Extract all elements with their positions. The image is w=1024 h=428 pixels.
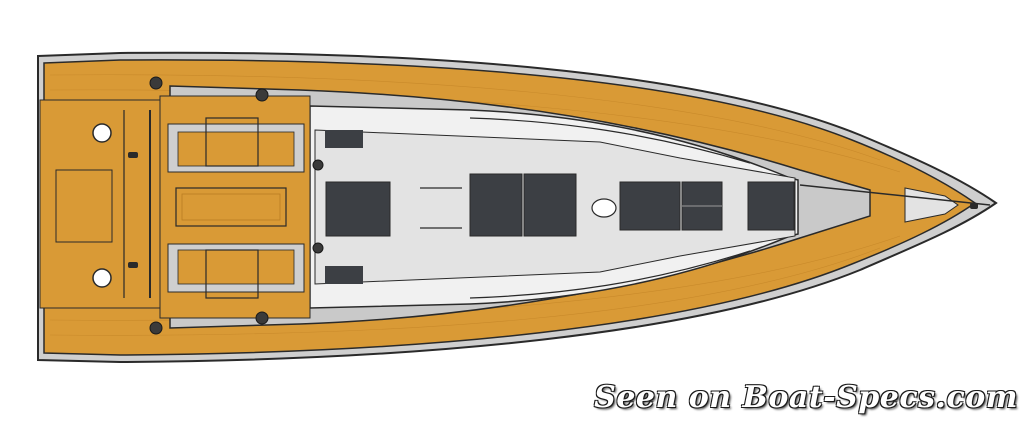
bow-fitting — [904, 187, 959, 223]
hatch-small-stbd — [325, 266, 363, 284]
bowsprit — [799, 184, 991, 206]
hatch-small-port — [325, 130, 363, 148]
wheel-icon — [92, 123, 112, 143]
hatch-fore-3 — [747, 181, 795, 231]
winch-icon — [149, 76, 324, 335]
companionway-hatch — [325, 181, 391, 237]
watermark: Seen on Boat-Specs.com — [594, 380, 1018, 415]
cleat-icon — [128, 152, 978, 268]
hatch-main-2 — [523, 173, 577, 237]
wheel-icon — [92, 268, 112, 288]
hatch-fore-1 — [619, 181, 681, 231]
hatch-main-1 — [469, 173, 523, 237]
mast-step — [591, 198, 617, 218]
bench-rails — [205, 117, 259, 299]
traveller-tracks — [420, 117, 751, 299]
